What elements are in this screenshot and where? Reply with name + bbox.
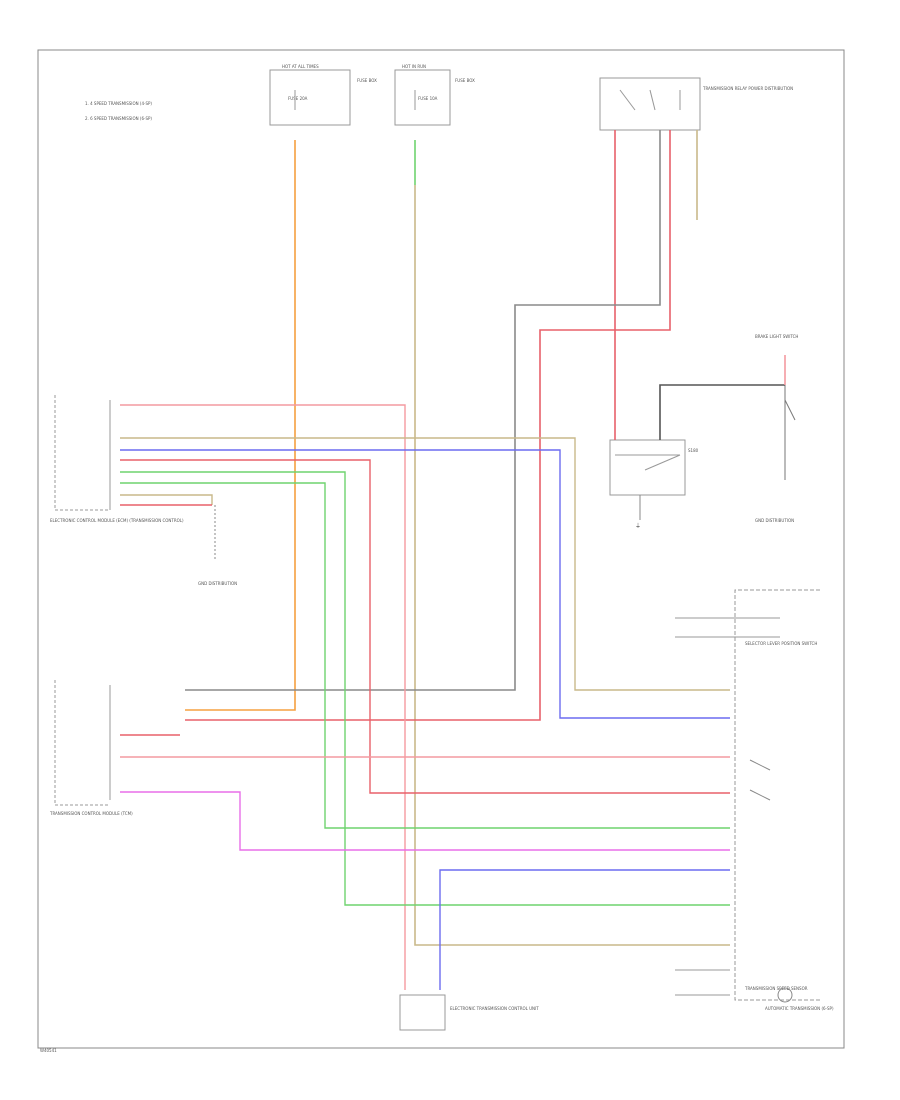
left-ground: GND DISTRIBUTION	[198, 505, 237, 586]
note-2: 2. 6 SPEED TRANSMISSION (6-SP)	[85, 116, 152, 121]
wire-ecm-green-1	[120, 471, 730, 906]
diagram-border	[37, 49, 845, 1049]
svg-text:ELECTRONIC CONTROL MODULE (ECM: ELECTRONIC CONTROL MODULE (ECM) (TRANSMI…	[50, 518, 184, 523]
wire-ecm-blue	[120, 449, 730, 719]
relay-splice: S180 ⏚	[609, 439, 699, 530]
svg-text:TRANSMISSION CONTROL MODULE (T: TRANSMISSION CONTROL MODULE (TCM)	[49, 811, 133, 816]
svg-text:AUTOMATIC TRANSMISSION (6-SP): AUTOMATIC TRANSMISSION (6-SP)	[765, 1006, 834, 1011]
electronic-control-unit: ELECTRONIC TRANSMISSION CONTROL UNIT	[399, 994, 539, 1031]
ground-symbol: ⏚	[635, 523, 641, 530]
wire-ecm-red-1	[120, 404, 406, 990]
wire-ecm-tan-2	[120, 494, 213, 505]
tcm-module: TRANSMISSION CONTROL MODULE (TCM)	[49, 680, 133, 816]
svg-text:GND DISTRIBUTION: GND DISTRIBUTION	[198, 581, 237, 586]
svg-text:TRANSMISSION RELAY POWER DISTR: TRANSMISSION RELAY POWER DISTRIBUTION	[702, 86, 793, 91]
brake-light-switch: BRAKE LIGHT SWITCH GND DISTRIBUTION	[755, 334, 798, 523]
figure-id: W40541	[40, 1048, 57, 1053]
svg-text:HOT IN RUN: HOT IN RUN	[402, 64, 426, 69]
wire-gray-relay	[185, 130, 661, 691]
wire-dark-relay	[659, 384, 785, 440]
wire-ecm-red-2	[120, 459, 730, 794]
svg-text:SELECTOR LEVER POSITION SWITCH: SELECTOR LEVER POSITION SWITCH	[745, 641, 817, 646]
wire-ecm-green-2	[120, 482, 730, 829]
fuse-1: HOT AT ALL TIMES FUSE BOX FUSE 20A	[269, 64, 377, 126]
svg-text:BRAKE LIGHT SWITCH: BRAKE LIGHT SWITCH	[755, 334, 798, 339]
transmission-module: SELECTOR LEVER POSITION SWITCH TRANSMISS…	[734, 589, 834, 1011]
svg-text:FUSE BOX: FUSE BOX	[455, 78, 475, 83]
wire-tcm-magenta	[120, 791, 730, 851]
svg-text:FUSE BOX: FUSE BOX	[357, 78, 377, 83]
svg-text:FUSE 10A: FUSE 10A	[418, 96, 438, 101]
wire-ecm-tan	[120, 437, 730, 691]
relay-box: TRANSMISSION RELAY POWER DISTRIBUTION	[599, 77, 793, 131]
wire-orange	[185, 140, 296, 711]
svg-text:ELECTRONIC TRANSMISSION CONTRO: ELECTRONIC TRANSMISSION CONTROL UNIT	[450, 1006, 539, 1011]
svg-text:GND DISTRIBUTION: GND DISTRIBUTION	[755, 518, 794, 523]
wire-tan-main	[414, 185, 730, 946]
ecm-module: ELECTRONIC CONTROL MODULE (ECM) (TRANSMI…	[50, 395, 184, 523]
wire-tcm-blue	[439, 869, 730, 990]
svg-text:FUSE 20A: FUSE 20A	[288, 96, 308, 101]
svg-text:S180: S180	[688, 448, 699, 453]
wire-red-relay-2	[185, 130, 671, 721]
note-1: 1. 4 SPEED TRANSMISSION (4-SP)	[85, 101, 152, 106]
svg-text:TRANSMISSION SPEED SENSOR: TRANSMISSION SPEED SENSOR	[744, 986, 808, 991]
svg-text:HOT AT ALL TIMES: HOT AT ALL TIMES	[282, 64, 319, 69]
fuse-2: HOT IN RUN FUSE BOX FUSE 10A	[394, 64, 475, 126]
